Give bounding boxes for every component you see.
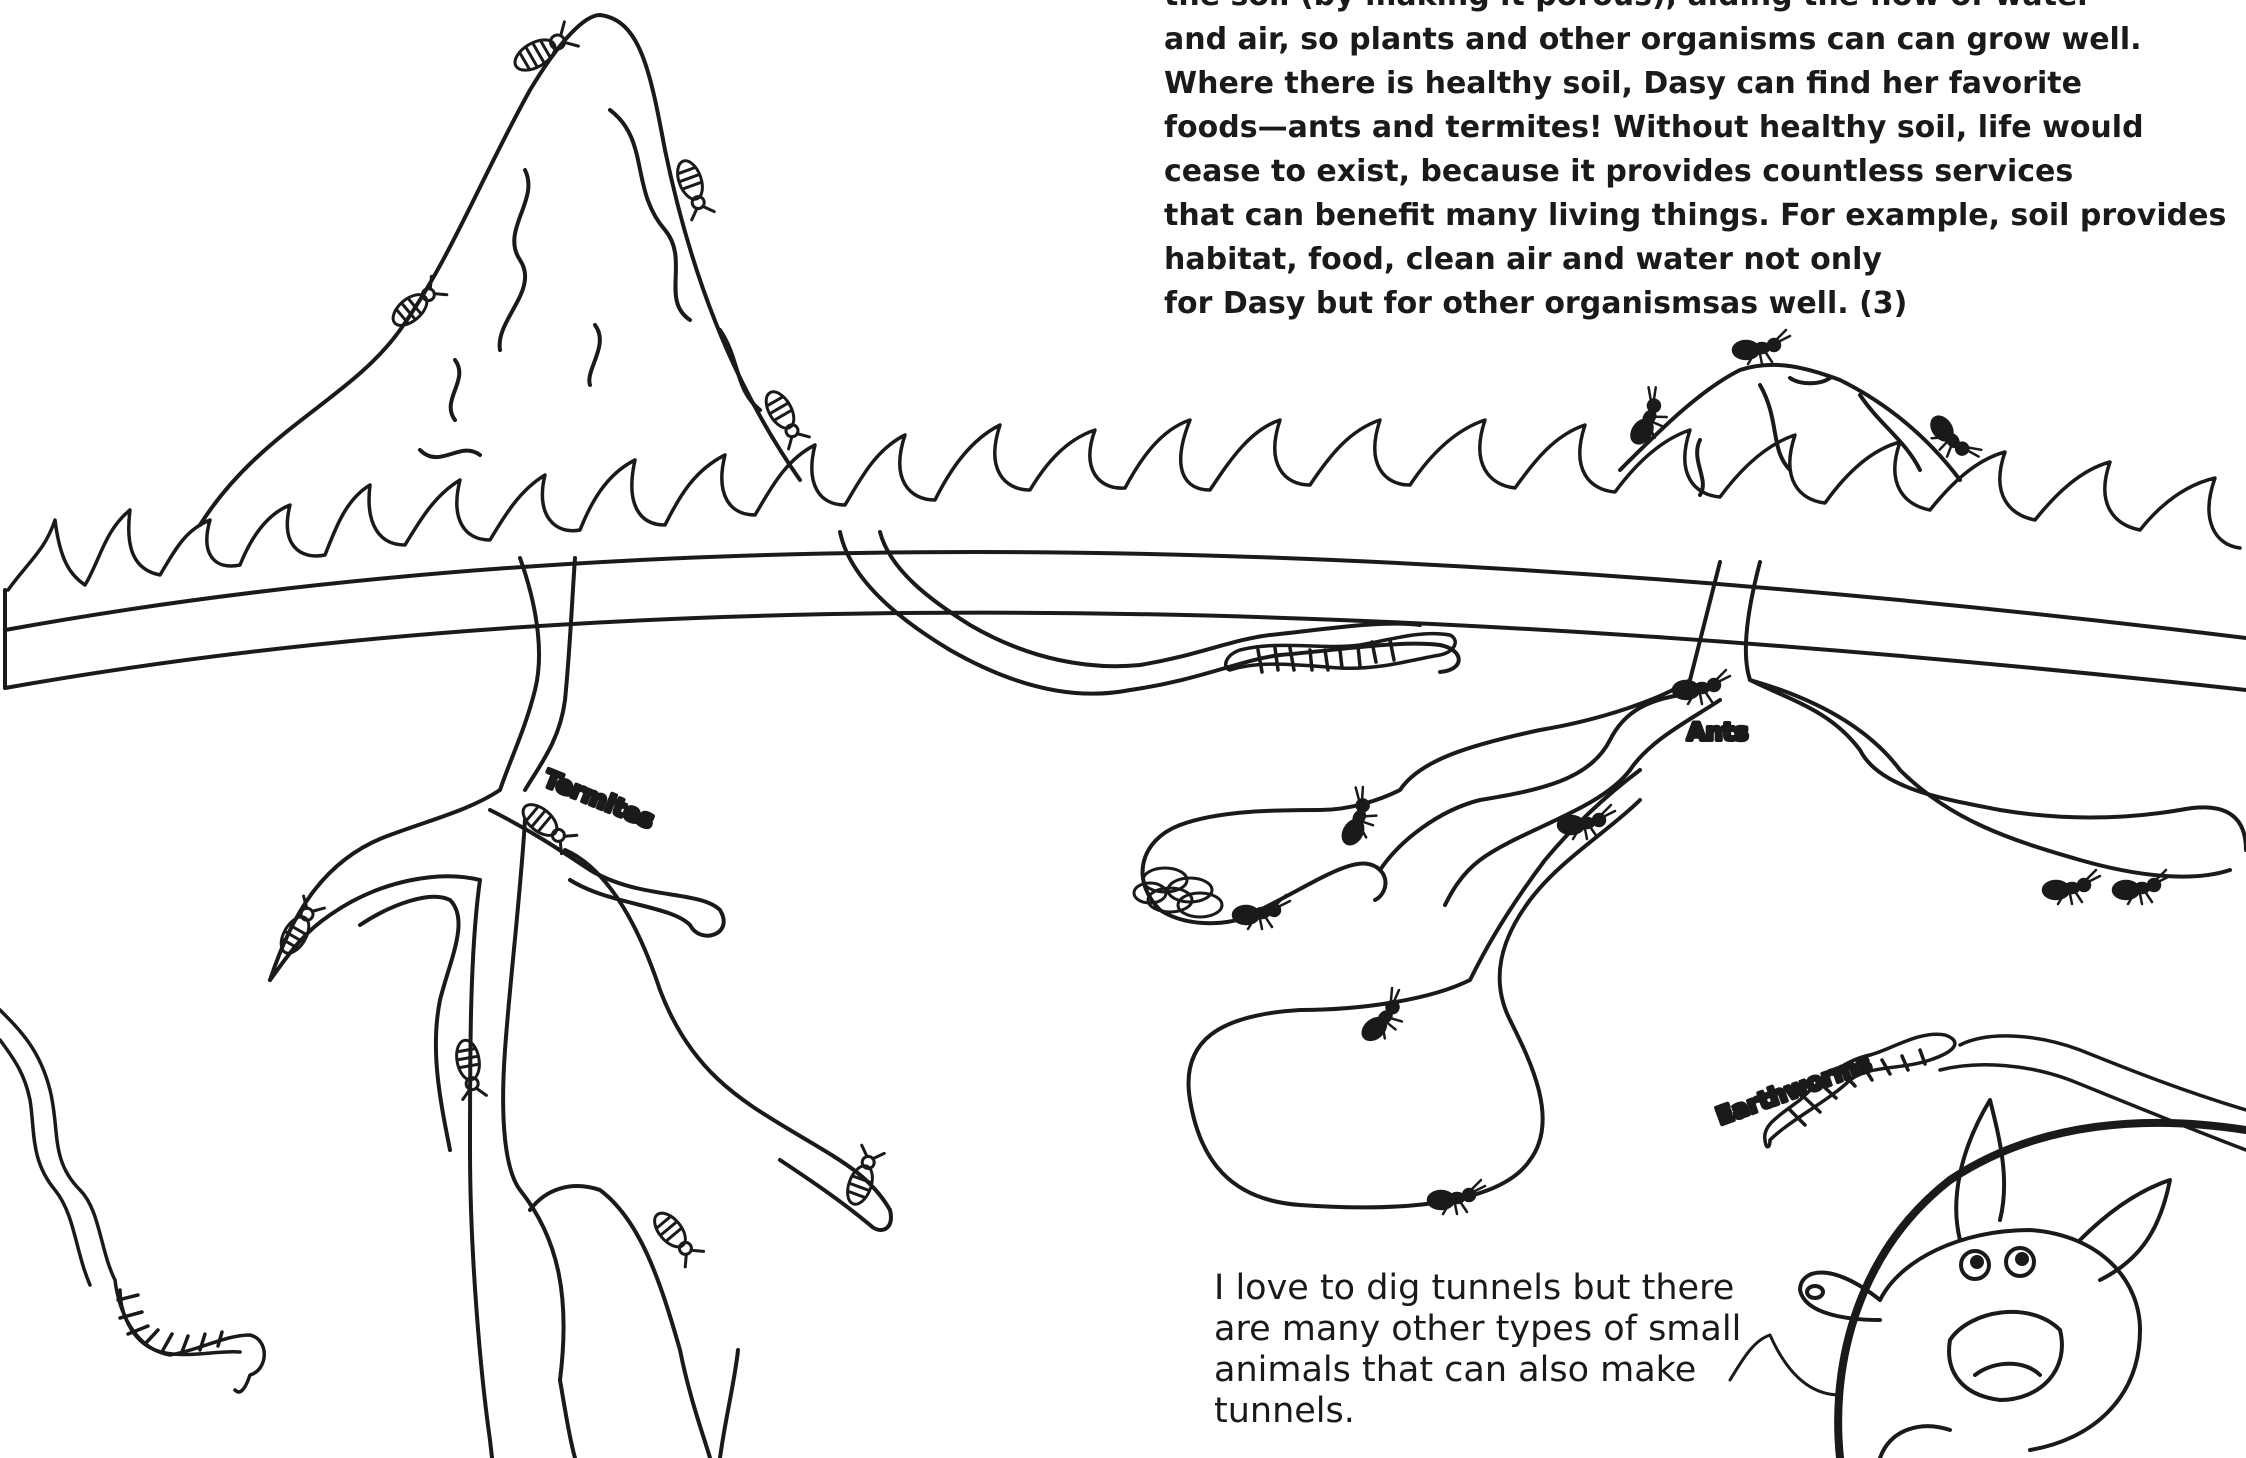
earthworm-icon: [1765, 1034, 2246, 1150]
info-line: foods—ants and termites! Without healthy…: [1164, 106, 2239, 150]
earthworms-label: Earthworms: [1712, 1049, 1875, 1131]
termite-mound: [200, 15, 800, 525]
info-line: for Dasy but for other organismsas well.…: [1164, 282, 2239, 326]
earthworm-icon: [1226, 634, 1456, 672]
soil-line: [5, 613, 2246, 690]
info-text: the soil (by making it porous), aiding t…: [1164, 0, 2239, 326]
speech-line: tunnels.: [1214, 1391, 1774, 1432]
info-line: the soil (by making it porous), aiding t…: [1164, 0, 2239, 18]
info-line: cease to exist, because it provides coun…: [1164, 150, 2239, 194]
speech-line: animals that can also make: [1214, 1350, 1774, 1391]
speech-line: are many other types of small: [1214, 1309, 1774, 1350]
ant-icon: [1233, 330, 2170, 1214]
ground-surface: [5, 552, 2246, 638]
ants-label: Ants: [1687, 718, 1748, 746]
speech-text: I love to dig tunnels but there are many…: [1214, 1268, 1774, 1432]
info-line: and air, so plants and other organisms c…: [1164, 18, 2239, 62]
earthworm-icon: [0, 1010, 264, 1392]
info-line: that can benefit many living things. For…: [1164, 194, 2239, 238]
termite-icon: [275, 22, 885, 1267]
info-line: Where there is healthy soil, Dasy can fi…: [1164, 62, 2239, 106]
info-line: habitat, food, clean air and water not o…: [1164, 238, 2239, 282]
armadillo-icon: [1800, 1100, 2246, 1458]
termite-tunnels: [270, 558, 891, 1458]
speech-line: I love to dig tunnels but there: [1214, 1268, 1774, 1309]
